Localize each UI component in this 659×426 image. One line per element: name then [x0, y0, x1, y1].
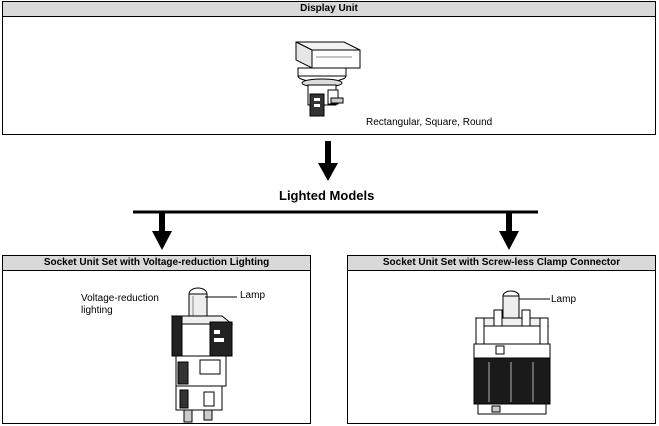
display-unit-panel: Display Unit Rectangular, Square, Round — [2, 1, 656, 135]
down-arrow-left — [152, 212, 172, 250]
display-unit-caption: Rectangular, Square, Round — [366, 117, 493, 128]
lighted-models-title: Lighted Models — [279, 188, 375, 203]
voltage-reduction-panel: Socket Unit Set with Voltage-reduction L… — [2, 255, 311, 424]
down-arrow-right — [499, 212, 519, 250]
display-unit-title: Display Unit — [3, 2, 655, 17]
left-lamp-label: Lamp — [240, 290, 266, 301]
voltage-reduction-label-line2: lighting — [81, 305, 113, 316]
voltage-reduction-title: Socket Unit Set with Voltage-reduction L… — [3, 256, 310, 271]
voltage-reduction-socket-illustration — [170, 287, 234, 423]
screwless-clamp-socket-illustration — [473, 290, 551, 415]
voltage-reduction-label-line1: Voltage-reduction — [81, 293, 159, 304]
display-unit-illustration — [295, 41, 361, 117]
screwless-clamp-title: Socket Unit Set with Screw-less Clamp Co… — [348, 256, 655, 271]
down-arrow-center — [318, 141, 338, 181]
right-lamp-label: Lamp — [551, 294, 577, 305]
